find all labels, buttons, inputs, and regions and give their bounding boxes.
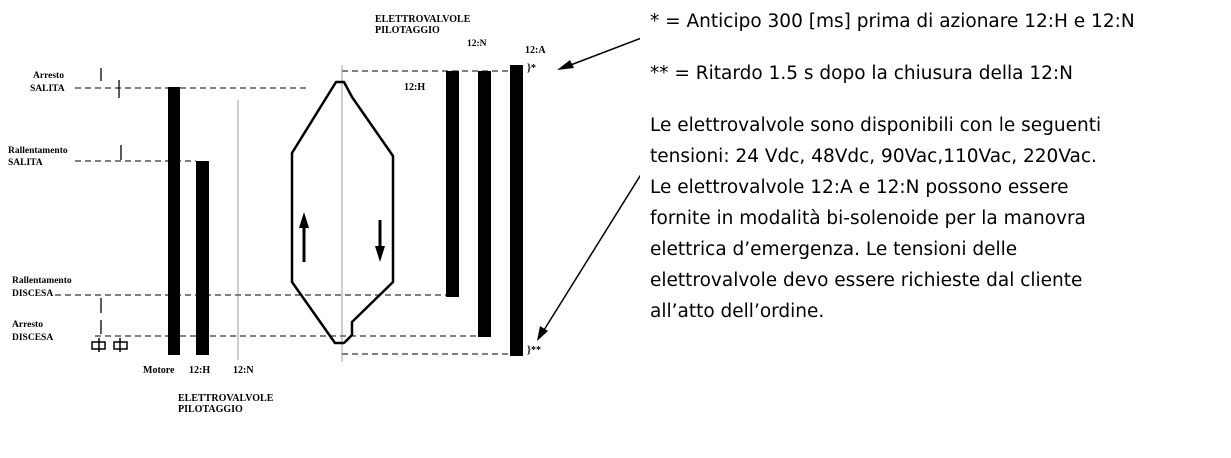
label-12n-top: 12:N [467, 39, 487, 49]
top-title-line1: ELETTROVALVOLE [375, 14, 471, 25]
bottom-title-line2: PILOTAGGIO [178, 404, 243, 415]
top-title-line2: PILOTAGGIO [375, 25, 440, 36]
state-arresto-discesa-line1: Arresto [12, 320, 43, 330]
note-line: fornite in modalità bi-solenoide per la … [650, 208, 1086, 229]
state-rall-salita-line1: Rallentamento [8, 146, 68, 156]
bottom-title-line1: ELETTROVALVOLE [178, 393, 274, 404]
pointer-arrow-anticipo-icon [557, 37, 640, 70]
state-arresto-discesa-line2: DISCESA [12, 333, 53, 343]
up-arrow-icon [299, 212, 309, 262]
label-12n-bottom: 12:N [233, 365, 254, 376]
down-arrow-icon [375, 220, 385, 262]
note-line: all’atto dell’ordine. [650, 301, 825, 322]
note-line: elettrica d’emergenza. Le tensioni delle [650, 239, 1018, 260]
bar-12h-top [446, 71, 459, 297]
state-rall-salita-line2: SALITA [8, 158, 43, 168]
note-line: elettrovalvole devo essere richieste dal… [650, 270, 1083, 291]
note-anticipo: * = Anticipo 300 [ms] prima di azionare … [650, 11, 1135, 32]
dual-valve-symbol [91, 338, 128, 352]
cycle-path [290, 80, 395, 345]
pointer-arrow-ritardo-icon [537, 174, 640, 341]
notes-panel: * = Anticipo 300 [ms] prima di azionare … [650, 6, 1231, 327]
state-ticks [100, 68, 122, 334]
vertical-guides [237, 65, 343, 362]
bar-12h-bottom [196, 161, 209, 355]
note-ritardo: ** = Ritardo 1.5 s dopo la chiusura dell… [650, 63, 1073, 84]
state-rall-discesa-line2: DISCESA [12, 289, 53, 299]
bar-12a [510, 65, 523, 356]
bar-motore [168, 87, 180, 355]
note-line: tensioni: 24 Vdc, 48Vdc, 90Vac,110Vac, 2… [650, 146, 1097, 167]
label-12h-bottom: 12:H [189, 365, 210, 376]
timing-diagram: ELETTROVALVOLE PILOTAGGIO 12:N 12:A 12:H… [8, 14, 640, 415]
label-12h-top: 12:H [404, 82, 425, 93]
state-rall-discesa-line1: Rallentamento [12, 276, 72, 286]
label-12a-top: 12:A [525, 45, 546, 56]
note-line: Le elettrovalvole 12:A e 12:N possono es… [650, 177, 1069, 198]
mark-single-star: }* [527, 63, 536, 74]
note-line: Le elettrovalvole sono disponibili con l… [650, 115, 1102, 136]
state-arresto-salita-line1: Arresto [33, 71, 64, 81]
signal-bars [168, 65, 523, 356]
label-motore: Motore [143, 365, 175, 376]
bar-12n-top [478, 71, 491, 337]
mark-double-star: }** [527, 345, 541, 356]
state-arresto-salita-line2: SALITA [30, 84, 65, 94]
